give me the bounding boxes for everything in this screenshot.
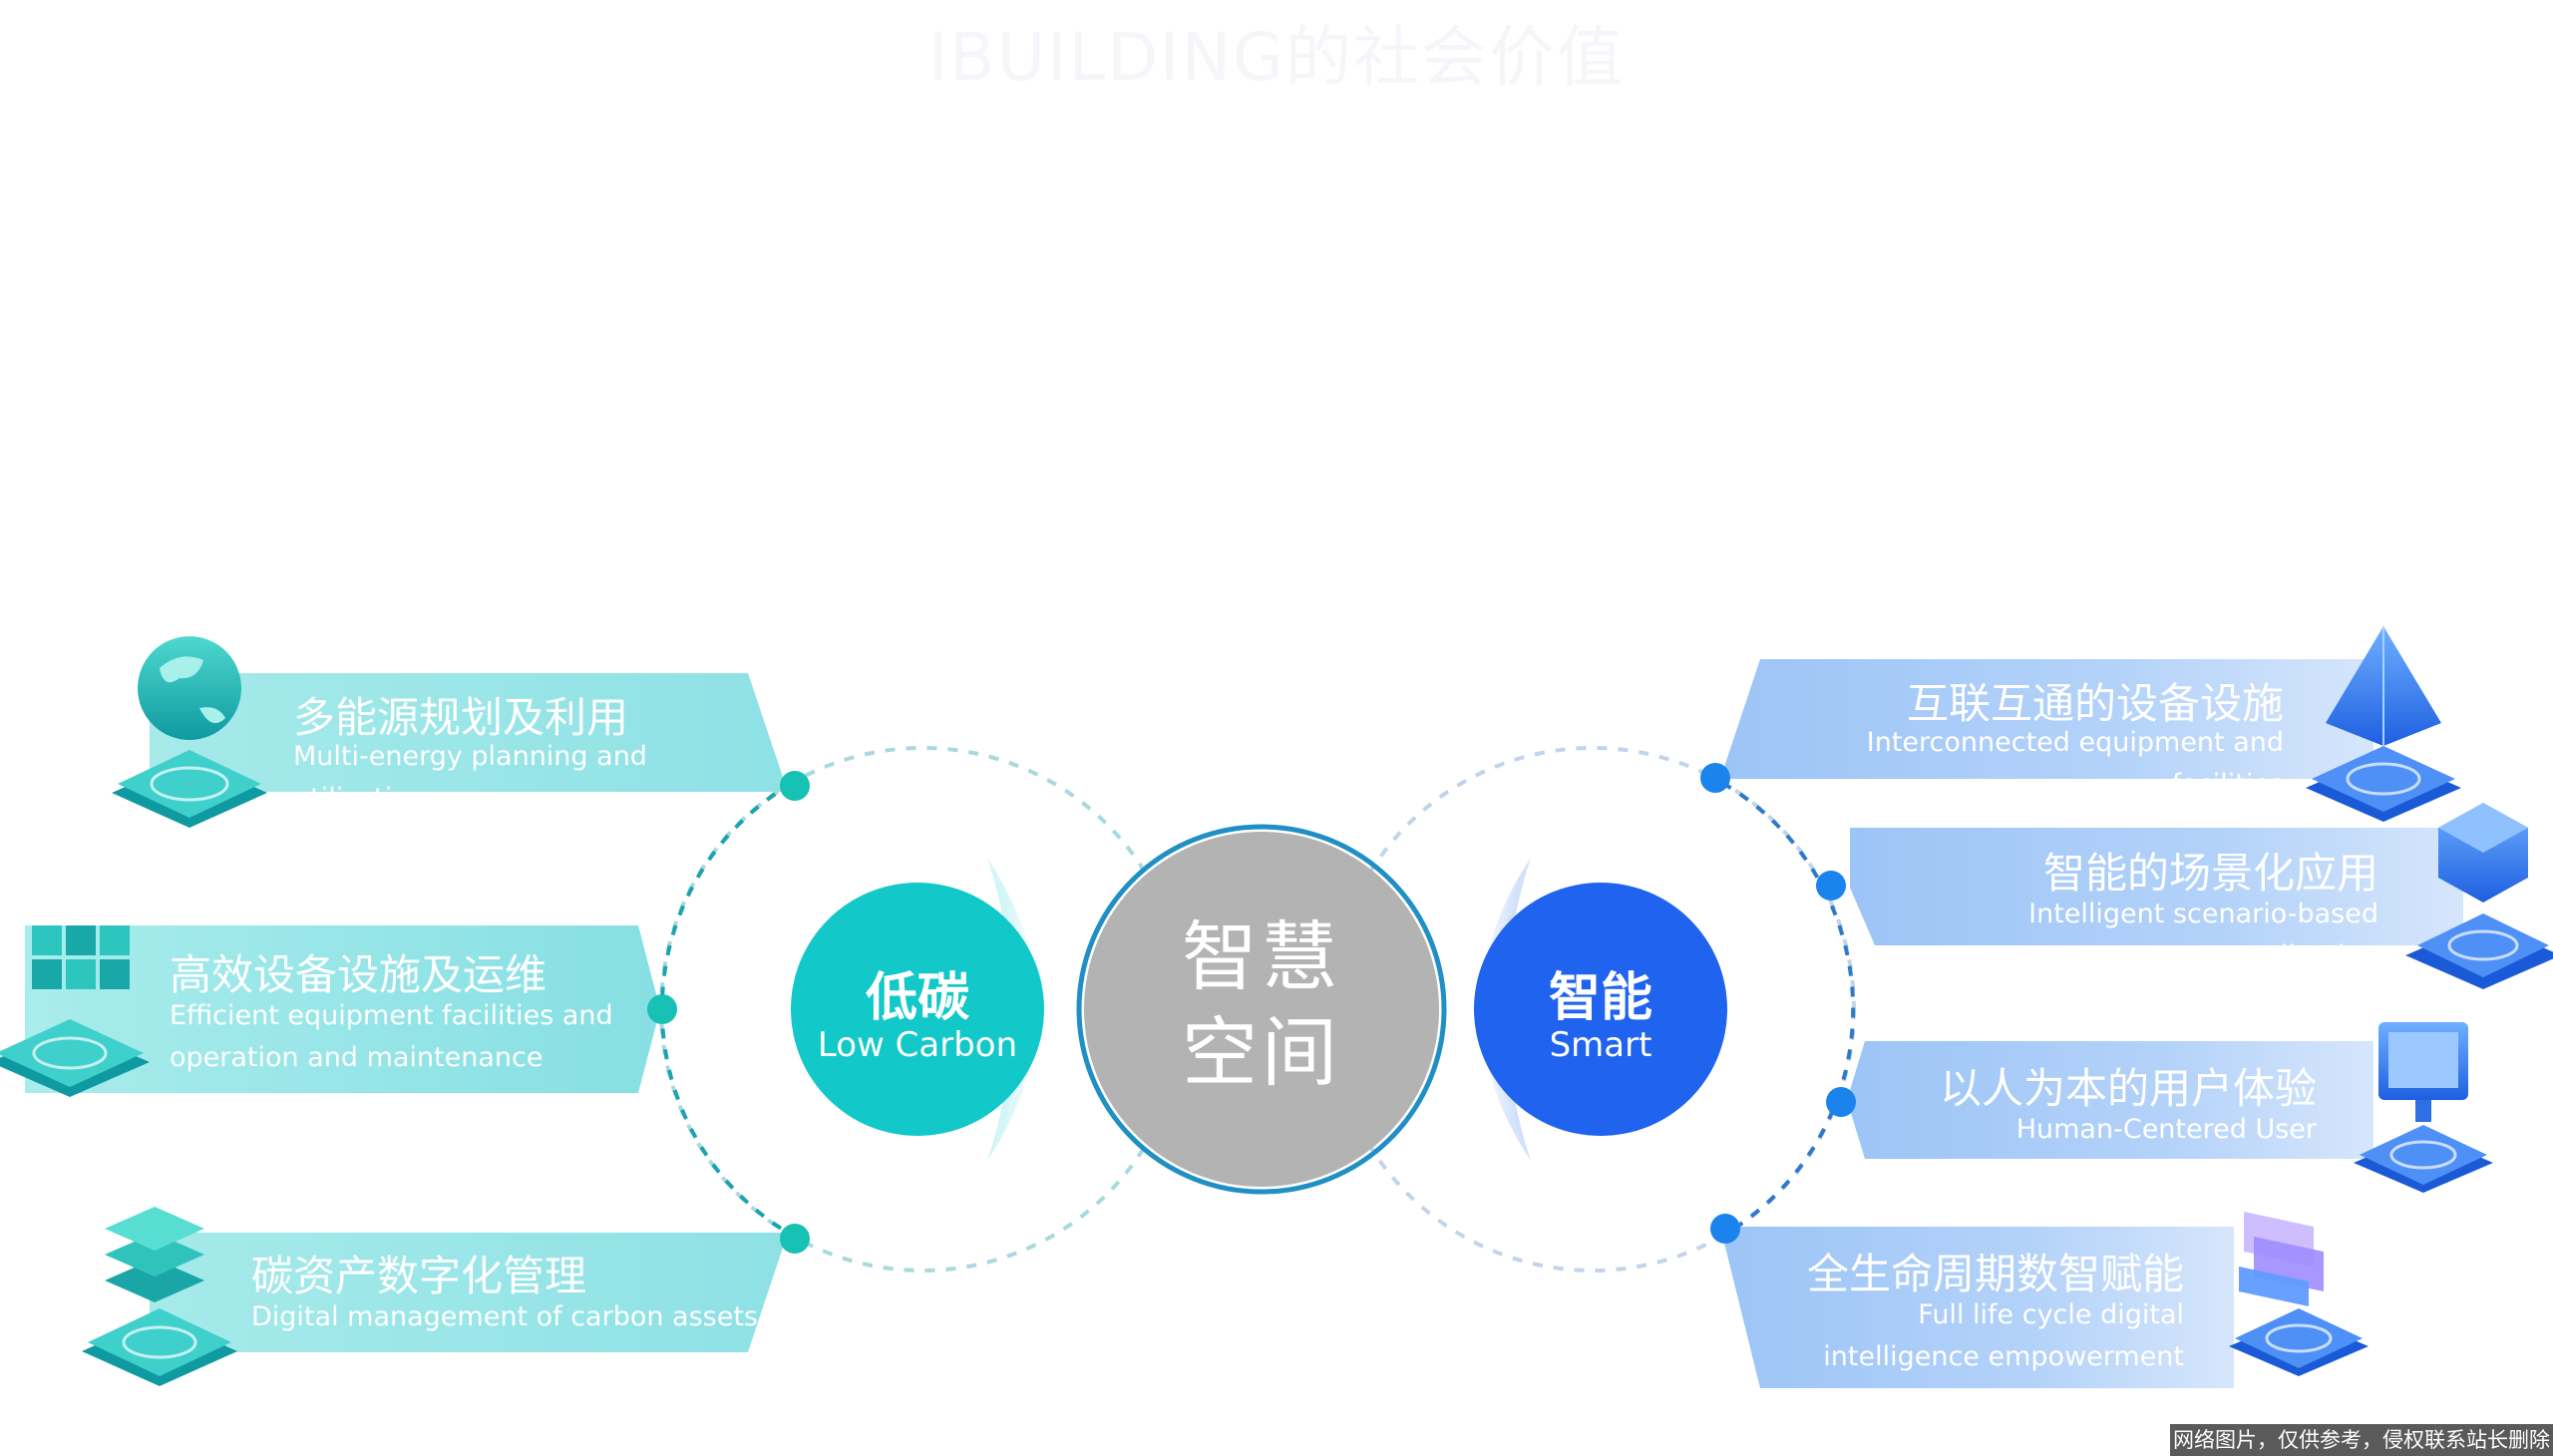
left-item-2-title: 高效设备设施及运维 (170, 950, 547, 999)
pyramid-icon (2306, 626, 2461, 822)
right-dot-3 (1826, 1087, 1856, 1117)
right-dot-1 (1700, 763, 1730, 793)
left-banner-3 (150, 1233, 788, 1352)
low-carbon-circle (791, 883, 1044, 1136)
right-banner-2 (1850, 828, 2463, 945)
page-title: IBUILDING的社会价值 (927, 19, 1626, 96)
left-item-3-subtitle: Digital management of carbon assets (251, 1301, 758, 1332)
hex-cube-icon (2405, 803, 2553, 989)
left-dot-3 (780, 1224, 810, 1254)
right-dot-2 (1816, 871, 1846, 901)
left-orbit-arc (659, 781, 795, 1238)
watermark: 网络图片，仅供参考，侵权联系站长删除 (2170, 1424, 2553, 1456)
left-dot-1 (780, 771, 810, 801)
right-item-2-subtitle: Intelligent scenario-based application (2028, 899, 2378, 971)
left-item-1-subtitle: Multi-energy planning and utilization (293, 741, 647, 814)
right-item-2-title: 智能的场景化应用 (2042, 849, 2378, 898)
left-item-3-title: 碳资产数字化管理 (251, 1252, 587, 1300)
left-banner-2 (25, 925, 660, 1093)
globe-icon (112, 636, 267, 828)
right-item-4-title: 全生命周期数智赋能 (1806, 1250, 2184, 1298)
right-banner-3 (1847, 1041, 2373, 1159)
left-item-2-subtitle: Efficient equipment facilities and opera… (170, 1000, 613, 1073)
right-item-3-title: 以人为本的用户体验 (1939, 1064, 2317, 1113)
core-label-line1: 智慧 (1182, 912, 1341, 1001)
low-carbon-title: 低碳 (865, 968, 969, 1028)
smart-title: 智能 (1548, 968, 1652, 1028)
right-item-3-subtitle: Human-Centered User Experience (2015, 1114, 2317, 1187)
right-item-1-subtitle: Interconnected equipment and facilities (1866, 727, 2284, 800)
right-dot-4 (1710, 1214, 1740, 1244)
left-dot-2 (647, 994, 677, 1024)
cube-grid-icon (0, 925, 150, 1097)
monitor-icon (2354, 1022, 2493, 1193)
right-item-4-subtitle: Full life cycle digital intelligence emp… (1823, 1299, 2184, 1372)
right-item-1-title: 互联互通的设备设施 (1906, 679, 2284, 728)
panels-icon (2229, 1212, 2369, 1376)
smart-circle (1474, 883, 1727, 1136)
stacked-layers-icon (82, 1207, 237, 1386)
core-circle-ring (1076, 824, 1447, 1195)
low-carbon-subtitle: Low Carbon (817, 1025, 1018, 1065)
core-label-line2: 空间 (1182, 1008, 1341, 1097)
left-banner-1 (150, 673, 788, 792)
core-label: 智慧 空间 (1082, 910, 1441, 1101)
core-circle (1084, 832, 1439, 1187)
right-orbit-arc (1720, 781, 1856, 1238)
smart-subtitle: Smart (1549, 1025, 1652, 1065)
left-item-1-title: 多能源规划及利用 (293, 693, 629, 742)
right-banner-4 (1720, 1227, 2234, 1388)
right-banner-1 (1720, 659, 2373, 779)
